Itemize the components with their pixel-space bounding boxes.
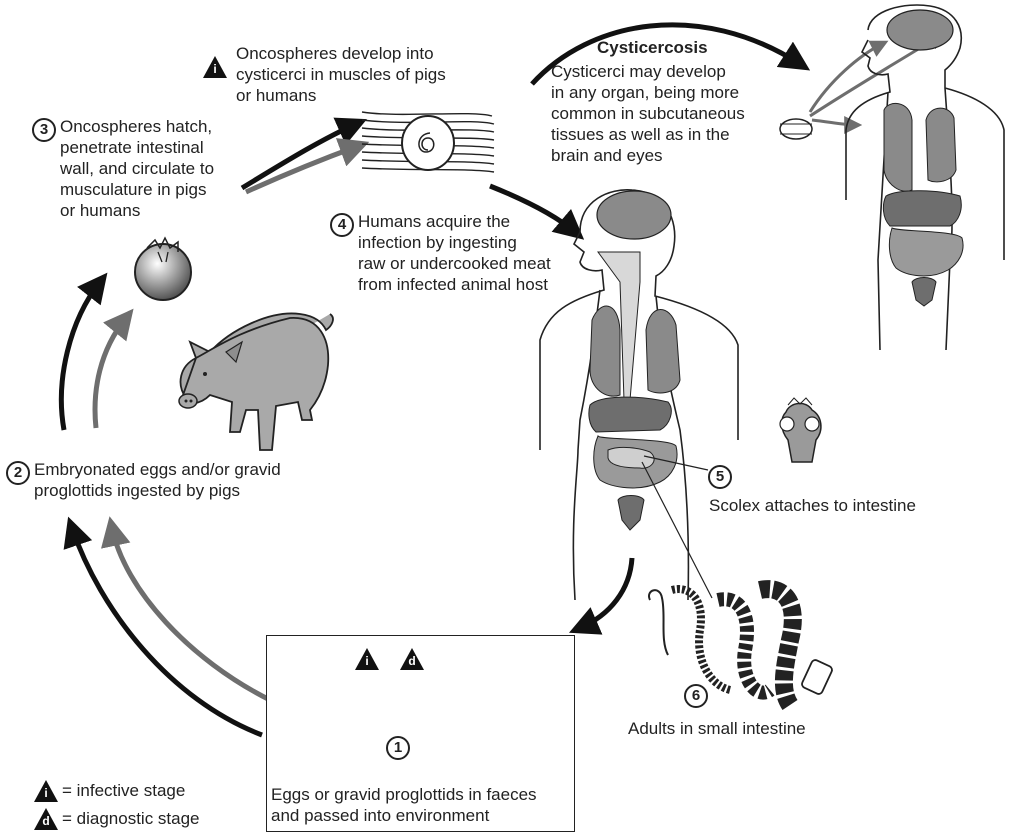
human-figure-cysticercosis bbox=[780, 5, 1004, 350]
pointer-adults bbox=[642, 462, 712, 598]
stage-4-line-2: infection by ingesting bbox=[358, 232, 551, 253]
muscle-note-text: Oncospheres develop into cysticerci in m… bbox=[236, 43, 446, 106]
stage-4-line-1: Humans acquire the bbox=[358, 211, 551, 232]
stage-3-line-4: musculature in pigs bbox=[60, 179, 214, 200]
cysticercosis-title: Cysticercosis bbox=[597, 37, 708, 58]
muscle-cysticercus bbox=[362, 112, 494, 172]
infective-stage-icon: i bbox=[203, 56, 227, 78]
infective-symbol: i bbox=[211, 62, 219, 76]
legend-infective-symbol: i bbox=[42, 786, 50, 800]
muscle-note-line-3: or humans bbox=[236, 85, 446, 106]
stage-4-text: Humans acquire the infection by ingestin… bbox=[358, 211, 551, 295]
stage-4-number: 4 bbox=[330, 213, 354, 237]
legend-diagnostic-icon: d bbox=[34, 808, 58, 830]
cysticercosis-line-2: in any organ, being more bbox=[551, 82, 745, 103]
box-infective-icon: i bbox=[355, 648, 379, 670]
stage-2-number: 2 bbox=[6, 461, 30, 485]
cysticercosis-line-5: brain and eyes bbox=[551, 145, 745, 166]
stage-6-number: 6 bbox=[684, 684, 708, 708]
stage-1-line-1: Eggs or gravid proglottids in faeces bbox=[271, 784, 537, 805]
muscle-note-line-2: cysticerci in muscles of pigs bbox=[236, 64, 446, 85]
adult-tapeworm bbox=[649, 589, 833, 705]
stage-3-line-1: Oncospheres hatch, bbox=[60, 116, 214, 137]
stage-2-text: Embryonated eggs and/or gravid proglotti… bbox=[34, 459, 281, 501]
box-diagnostic-icon: d bbox=[400, 648, 424, 670]
stage-5-number: 5 bbox=[708, 465, 732, 489]
stage-1-text: Eggs or gravid proglottids in faeces and… bbox=[271, 784, 537, 826]
legend-infective-icon: i bbox=[34, 780, 58, 802]
stage-6-label: Adults in small intestine bbox=[628, 718, 806, 739]
box-diagnostic-symbol: d bbox=[408, 654, 416, 668]
human-figure-main bbox=[540, 190, 738, 600]
legend-diagnostic-symbol: d bbox=[42, 814, 50, 828]
arrow-eggs-to-ingested-gray bbox=[112, 528, 270, 700]
stage-2-line-2: proglottids ingested by pigs bbox=[34, 480, 281, 501]
oncosphere-hatching bbox=[135, 238, 191, 300]
arrow-hatch-to-muscle-black bbox=[242, 124, 356, 188]
stage-4-line-4: from infected animal host bbox=[358, 274, 551, 295]
stage-1-number: 1 bbox=[386, 736, 410, 760]
legend-diagnostic-label: = diagnostic stage bbox=[62, 808, 200, 829]
cysticercosis-line-1: Cysticerci may develop bbox=[551, 61, 745, 82]
stage-3-number: 3 bbox=[32, 118, 56, 142]
stage-3-line-2: penetrate intestinal bbox=[60, 137, 214, 158]
legend-infective-label: = infective stage bbox=[62, 780, 185, 801]
cysticercosis-line-3: common in subcutaneous bbox=[551, 103, 745, 124]
scolex bbox=[780, 398, 821, 462]
stage-2-line-1: Embryonated eggs and/or gravid bbox=[34, 459, 281, 480]
stage-4-line-3: raw or undercooked meat bbox=[358, 253, 551, 274]
stage-3-text: Oncospheres hatch, penetrate intestinal … bbox=[60, 116, 214, 221]
arrow-human-to-box bbox=[580, 558, 632, 628]
arrow-ingested-to-tomato-gray bbox=[95, 318, 126, 428]
stage-5-label: Scolex attaches to intestine bbox=[709, 495, 916, 516]
cysticercosis-text: Cysticerci may develop in any organ, bei… bbox=[551, 61, 745, 166]
stage-3-line-5: or humans bbox=[60, 200, 214, 221]
cysticercosis-line-4: tissues as well as in the bbox=[551, 124, 745, 145]
arrow-eggs-to-ingested-black bbox=[72, 528, 262, 735]
pig bbox=[179, 313, 333, 450]
stage-1-line-2: and passed into environment bbox=[271, 805, 537, 826]
box-infective-symbol: i bbox=[363, 654, 371, 668]
muscle-note-line-1: Oncospheres develop into bbox=[236, 43, 446, 64]
stage-3-line-3: wall, and circulate to bbox=[60, 158, 214, 179]
